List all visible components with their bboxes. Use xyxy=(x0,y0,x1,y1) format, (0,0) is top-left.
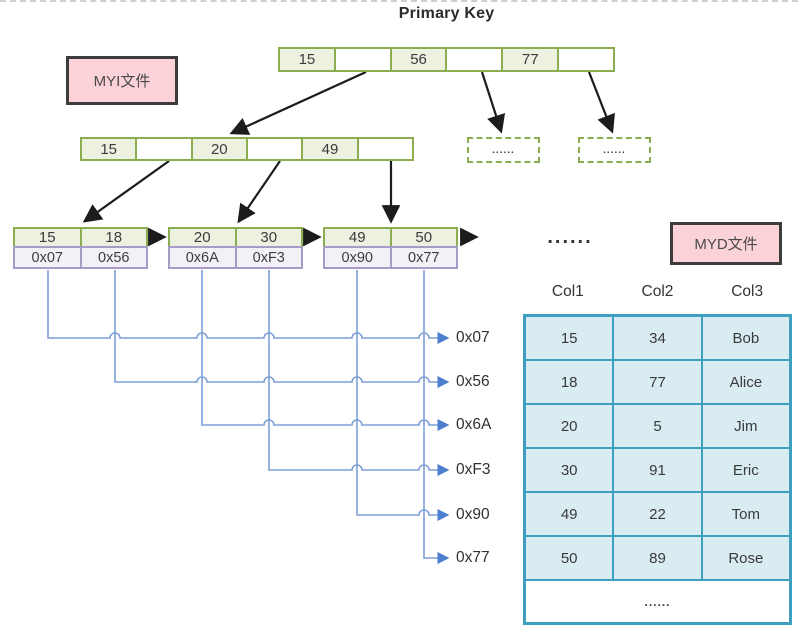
tree-arrow xyxy=(587,71,615,134)
record-table: 15 34 Bob 18 77 Alice 20 5 Jim 30 91 Eri… xyxy=(523,314,792,625)
key-cell: 20 xyxy=(168,227,237,248)
table-cell: 5 xyxy=(613,404,702,448)
root-node: 15 56 77 xyxy=(278,47,615,72)
address-wire xyxy=(201,270,450,431)
key-cell: 49 xyxy=(323,227,392,248)
key-cell: 15 xyxy=(80,137,138,161)
leaf-node: 20 30 0x6A 0xF3 xyxy=(168,227,303,269)
diagram-title: Primary Key xyxy=(398,5,495,22)
table-cell: 77 xyxy=(613,360,702,404)
table-cell: 34 xyxy=(613,316,702,360)
address-label: 0x77 xyxy=(456,549,490,566)
myd-file-label: MYD文件 xyxy=(670,222,782,265)
table-cell: Tom xyxy=(701,492,790,536)
key-cell: 30 xyxy=(234,227,303,248)
tree-arrow xyxy=(237,160,281,224)
column-header: Col3 xyxy=(731,283,764,300)
myi-file-label: MYI文件 xyxy=(66,56,178,105)
table-cell: Rose xyxy=(701,536,790,580)
address-wire xyxy=(423,270,450,564)
table-cell: Bob xyxy=(701,316,790,360)
key-cell: 56 xyxy=(389,47,448,72)
address-label: 0x07 xyxy=(456,329,490,346)
table-cell: Eric xyxy=(701,448,790,492)
address-cell: 0x07 xyxy=(13,246,82,269)
pointer-cell xyxy=(245,137,304,161)
table-cell: Alice xyxy=(701,360,790,404)
column-header: Col2 xyxy=(641,283,674,300)
table-cell: 20 xyxy=(525,404,614,448)
leaf-key-row: 15 18 xyxy=(13,227,148,248)
table-cell: 22 xyxy=(613,492,702,536)
leaf-address-row: 0x6A 0xF3 xyxy=(168,246,303,269)
key-cell: 77 xyxy=(501,47,560,72)
address-wire xyxy=(47,270,450,344)
pointer-cell xyxy=(445,47,504,72)
tree-arrow xyxy=(82,160,170,223)
table-cell: 15 xyxy=(525,316,614,360)
address-wire xyxy=(356,270,450,521)
key-cell: 49 xyxy=(301,137,359,161)
leaf-address-row: 0x07 0x56 xyxy=(13,246,148,269)
pointer-cell xyxy=(333,47,392,72)
internal-node: 15 20 49 xyxy=(80,137,414,161)
tree-arrow xyxy=(229,70,367,135)
table-cell: 18 xyxy=(525,360,614,404)
address-label: 0x6A xyxy=(456,416,492,433)
address-label: 0x56 xyxy=(456,373,490,390)
key-cell: 15 xyxy=(278,47,336,72)
address-connector-lines xyxy=(47,270,450,564)
address-cell: 0xF3 xyxy=(234,246,303,269)
table-cell: 49 xyxy=(525,492,614,536)
pointer-cell xyxy=(356,137,414,161)
address-cell: 0x90 xyxy=(323,246,392,269)
tree-arrow xyxy=(480,71,506,134)
key-cell: 18 xyxy=(79,227,148,248)
address-wire xyxy=(114,270,450,388)
address-cell: 0x56 xyxy=(79,246,148,269)
leaf-node: 15 18 0x07 0x56 xyxy=(13,227,148,269)
table-cell: 30 xyxy=(525,448,614,492)
address-label: 0x90 xyxy=(456,506,490,523)
table-cell: 91 xyxy=(613,448,702,492)
leaf-ellipsis: ...... xyxy=(547,225,593,248)
column-header: Col1 xyxy=(551,283,584,300)
leaf-key-row: 20 30 xyxy=(168,227,303,248)
address-wire xyxy=(268,270,450,476)
pointer-cell xyxy=(135,137,193,161)
table-cell: Jim xyxy=(701,404,790,448)
dashed-node-ellipsis: ...... xyxy=(603,144,626,156)
leaf-key-row: 49 50 xyxy=(323,227,458,248)
address-label: 0xF3 xyxy=(456,461,491,478)
key-cell: 50 xyxy=(389,227,458,248)
leaf-node: 49 50 0x90 0x77 xyxy=(323,227,458,269)
leaf-address-row: 0x90 0x77 xyxy=(323,246,458,269)
table-header-row: Col1 Col2 Col3 xyxy=(523,279,792,305)
key-cell: 15 xyxy=(13,227,82,248)
address-cell: 0x77 xyxy=(389,246,458,269)
pointer-cell xyxy=(557,47,615,72)
dashed-node: ...... xyxy=(578,137,651,163)
table-cell: 89 xyxy=(613,536,702,580)
dashed-node-ellipsis: ...... xyxy=(492,144,515,156)
myi-file-label-text: MYI文件 xyxy=(93,73,151,90)
address-cell: 0x6A xyxy=(168,246,237,269)
table-cell: 50 xyxy=(525,536,614,580)
myd-file-label-text: MYD文件 xyxy=(694,236,758,253)
table-ellipsis-row: ...... xyxy=(525,580,790,623)
dashed-node: ...... xyxy=(467,137,540,163)
key-cell: 20 xyxy=(190,137,248,161)
